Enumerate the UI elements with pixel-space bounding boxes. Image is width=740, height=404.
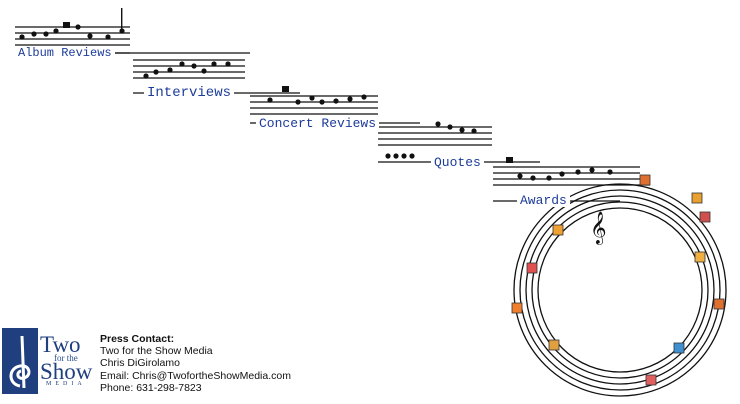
colored-gem-note-icon [511, 174, 725, 386]
contact-name: Chris DiGirolamo [100, 357, 180, 370]
logo-mark-icon [2, 328, 38, 394]
nav-awards[interactable]: Awards [517, 194, 570, 207]
contact-phone: Phone: 631-298-7823 [100, 381, 202, 394]
contact-email[interactable]: Email: Chris@TwofortheShowMedia.com [100, 369, 291, 382]
press-contact-heading: Press Contact: [100, 333, 175, 345]
company-logo: Two for the Show MEDIA [2, 327, 98, 395]
logo-two: Two [40, 332, 81, 358]
logo-for-the: for the [54, 352, 78, 363]
logo-media: MEDIA [46, 380, 86, 387]
treble-clef-icon: 𝄞 [590, 211, 607, 245]
nav-concert-reviews[interactable]: Concert Reviews [256, 117, 380, 130]
nav-album-reviews[interactable]: Album Reviews [15, 47, 115, 59]
circular-staff-icon [513, 183, 727, 397]
logo-show: Show [40, 359, 93, 385]
contact-company: Two for the Show Media [100, 345, 213, 358]
nav-interviews[interactable]: Interviews [144, 86, 235, 100]
nav-quotes[interactable]: Quotes [431, 156, 484, 169]
press-contact: Press Contact: Two for the Show Media Ch… [100, 333, 291, 394]
